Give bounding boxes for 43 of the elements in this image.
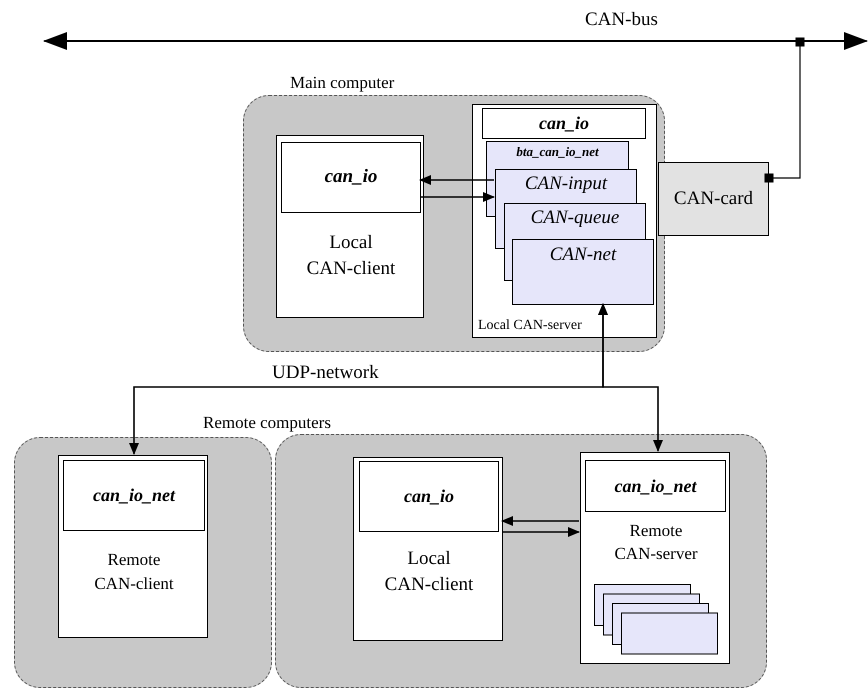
- module-label: can_io: [324, 165, 378, 190]
- arrow: [502, 527, 580, 537]
- module-box: [486, 141, 629, 169]
- module-box: [281, 142, 421, 213]
- module-label: CAN-queue: [530, 206, 620, 230]
- module-box: [359, 461, 499, 532]
- box-label: Remote CAN-client: [93, 549, 175, 595]
- module-box: [504, 203, 646, 239]
- module-label: can_io: [404, 485, 454, 508]
- server-box: [472, 104, 657, 338]
- arrow: [419, 175, 494, 185]
- box-label: Remote CAN-server: [613, 520, 699, 565]
- client-box: [276, 135, 424, 318]
- connector-line: [764, 38, 804, 182]
- module-box: [482, 108, 646, 139]
- card-label: CAN-card: [674, 186, 754, 211]
- bus-label: CAN-bus: [585, 8, 658, 32]
- module-box: [63, 460, 205, 531]
- module-label: CAN-net: [550, 243, 616, 267]
- module-box: [512, 239, 654, 305]
- arrow: [43, 32, 67, 50]
- arrow: [598, 303, 663, 452]
- computer-panel: [14, 437, 272, 688]
- box-label: Local CAN-server: [478, 317, 582, 335]
- module-label: can_io_net: [92, 484, 175, 507]
- group-heading: Main computer: [290, 72, 394, 94]
- module-label: can_io_net: [614, 474, 696, 498]
- module-box: [585, 460, 726, 512]
- module-box: [495, 169, 637, 203]
- server-box: [580, 452, 730, 664]
- module-label: bta_can_io_net: [516, 143, 599, 161]
- arrow: [844, 32, 868, 50]
- client-box: [58, 455, 208, 638]
- module-label: CAN-input: [524, 172, 608, 196]
- arrow: [501, 516, 579, 526]
- client-box: [353, 457, 503, 641]
- module-label: can_io: [538, 112, 589, 135]
- computer-panel: [275, 434, 767, 688]
- group-heading: Remote computers: [203, 412, 331, 434]
- card-box: [658, 162, 769, 236]
- box-label: Local CAN-client: [384, 547, 474, 597]
- arrow: [420, 192, 495, 202]
- box-label: Local CAN-client: [306, 231, 396, 281]
